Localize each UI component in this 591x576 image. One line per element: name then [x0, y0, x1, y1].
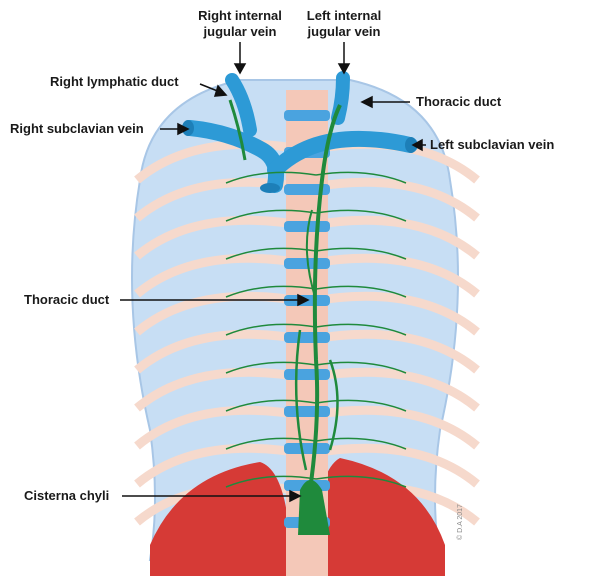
label-right-subclavian-vein: Right subclavian vein — [10, 121, 144, 136]
label-right-internal-jugular-1: Right internal — [198, 8, 282, 23]
copyright-text: © D.A 2017 — [456, 504, 464, 540]
label-thoracic-duct-mid: Thoracic duct — [24, 292, 110, 307]
vertebral-band — [284, 406, 330, 417]
label-right-internal-jugular-2: jugular vein — [203, 24, 277, 39]
vertebral-band — [284, 110, 330, 121]
vertebral-band — [284, 332, 330, 343]
label-left-internal-jugular-1: Left internal — [307, 8, 381, 23]
label-thoracic-duct-upper: Thoracic duct — [416, 94, 502, 109]
vertebral-band — [284, 369, 330, 380]
label-left-internal-jugular-2: jugular vein — [307, 24, 381, 39]
label-cisterna-chyli: Cisterna chyli — [24, 488, 109, 503]
label-right-lymphatic-duct: Right lymphatic duct — [50, 74, 179, 89]
vertebral-band — [284, 443, 330, 454]
label-left-subclavian-vein: Left subclavian vein — [430, 137, 554, 152]
